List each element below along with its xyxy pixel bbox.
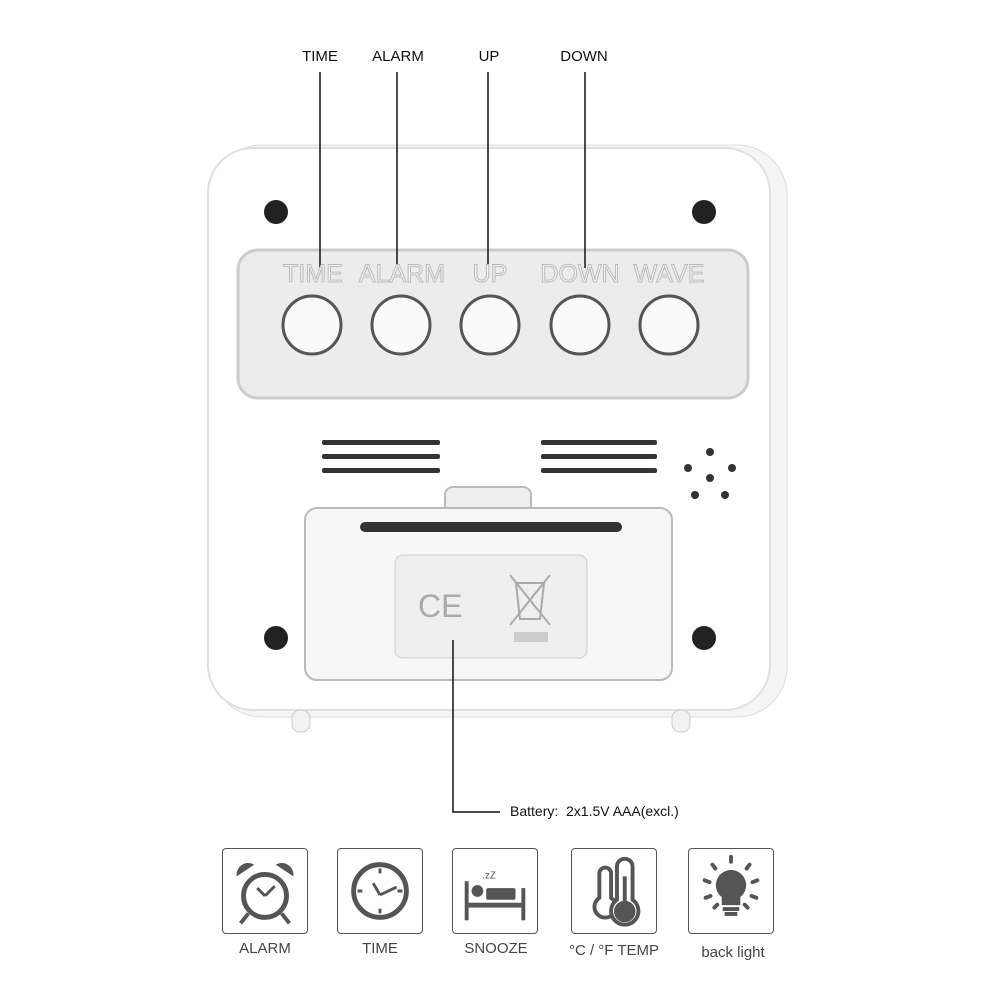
ce-mark: CE: [418, 588, 463, 624]
feature-label-snooze: SNOOZE: [464, 940, 528, 957]
clock-icon: [351, 862, 409, 920]
callout-down: DOWN: [560, 48, 608, 65]
svg-text:.zZ: .zZ: [482, 870, 496, 881]
callout-up: UP: [478, 48, 500, 65]
feature-label-temp: °C / °F TEMP: [568, 942, 660, 959]
callout-time: TIME: [302, 48, 338, 65]
feature-alarm: [222, 848, 308, 934]
clock-back-illustration: [207, 72, 788, 813]
device-label-alarm: ALARM: [358, 260, 446, 289]
vents: [322, 440, 657, 473]
buttons: [281, 294, 700, 356]
feature-temp: [571, 848, 657, 934]
callout-lines: [319, 72, 586, 813]
feature-label-backlight: back light: [701, 944, 765, 961]
screws: [264, 200, 716, 650]
speaker-holes: [684, 448, 736, 499]
feature-time: [337, 848, 423, 934]
device-label-time: TIME: [283, 260, 344, 289]
feature-snooze: .zZ: [452, 848, 538, 934]
light-bulb-icon: [702, 854, 760, 916]
snooze-bed-icon: .zZ: [464, 870, 526, 921]
alarm-clock-icon: [236, 862, 294, 925]
device-label-wave: WAVE: [633, 260, 705, 289]
device-label-down: DOWN: [540, 260, 620, 289]
battery-note: Battery: 2x1.5V AAA(excl.): [510, 803, 679, 819]
feature-label-alarm: ALARM: [239, 940, 291, 957]
device-label-up: UP: [472, 260, 508, 289]
feature-backlight: [688, 848, 774, 934]
weee-bin-icon: [509, 574, 551, 642]
thermometer-icon: [592, 856, 641, 927]
feature-label-time: TIME: [362, 940, 398, 957]
callout-alarm: ALARM: [372, 48, 424, 65]
